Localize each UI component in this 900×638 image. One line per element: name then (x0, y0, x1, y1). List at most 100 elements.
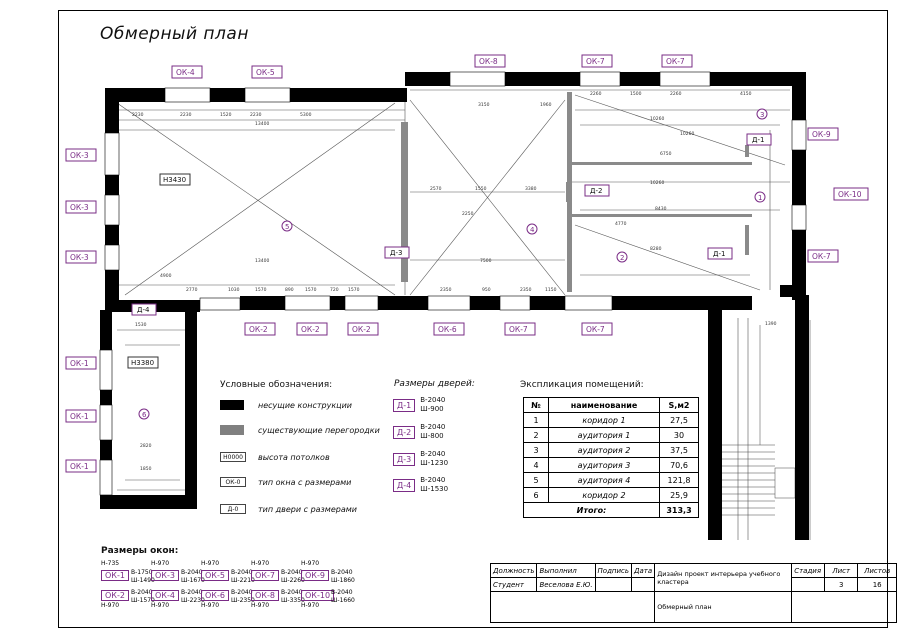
door-tag: Д-2 (393, 425, 416, 439)
window-tag: ОК-1 (70, 359, 89, 368)
wall-swatch (220, 400, 244, 410)
svg-text:4150: 4150 (740, 91, 752, 97)
window-tag: ОК-3 (70, 253, 89, 262)
legend-code: ОК-0 (220, 477, 246, 487)
window-height: В-2040 (281, 569, 303, 576)
svg-text:4900: 4900 (160, 273, 172, 279)
svg-text:8280: 8280 (650, 246, 662, 252)
window-width: Ш-1570 (131, 597, 155, 604)
window-tag: ОК-8 (479, 57, 498, 66)
window-width: Ш-2260 (281, 577, 305, 584)
svg-text:2350: 2350 (440, 287, 452, 293)
legend-label: тип двери с размерами (258, 504, 357, 514)
stairs (722, 325, 796, 516)
sheet-frame (58, 10, 888, 628)
window-sill: Н-970 (101, 602, 120, 609)
svg-text:1500: 1500 (630, 91, 642, 97)
window-tag: ОК-3 (70, 203, 89, 212)
svg-text:2230: 2230 (132, 112, 144, 118)
col-header: наименование (548, 397, 660, 413)
room-name: аудитория 2 (548, 442, 660, 458)
window-tag: ОК-5 (256, 68, 275, 77)
stamp-header: Лист (824, 563, 859, 578)
svg-text:13400: 13400 (255, 121, 269, 127)
plan-door-tag: Д-1 (713, 250, 725, 258)
window-width: Ш-2210 (231, 577, 255, 584)
window-tag: ОК-6 (438, 325, 457, 334)
svg-text:1390: 1390 (765, 321, 777, 327)
window-height: В-2040 (131, 589, 153, 596)
stamp-header: Дата (631, 563, 656, 578)
svg-text:1570: 1570 (348, 287, 360, 293)
window-height: В-1750 (131, 569, 153, 576)
room-name: аудитория 1 (548, 427, 660, 443)
window-height: В-2040 (231, 589, 253, 596)
door-height: В-2040 (420, 476, 446, 484)
stamp-stage (791, 577, 826, 592)
window-width: Ш-1860 (331, 577, 355, 584)
room-name: аудитория 4 (548, 472, 660, 488)
window-height: В-2040 (231, 569, 253, 576)
window-sill: Н-970 (151, 602, 170, 609)
room-number: 1 (758, 194, 762, 202)
window-tag: ОК-7 (509, 325, 528, 334)
window-sill: Н-970 (151, 560, 170, 567)
window-height: В-2040 (181, 569, 203, 576)
svg-text:8430: 8430 (655, 206, 667, 212)
room-numbers: 1 2 3 4 5 6 (138, 108, 768, 420)
window-type-tag: ОК-3 (151, 570, 179, 581)
stamp-role: Студент (489, 577, 538, 592)
partition-swatch (220, 425, 244, 435)
room-num: 2 (523, 427, 549, 443)
legend-item-door: Д-0 тип двери с размерами (220, 502, 357, 516)
col-header: S,м2 (659, 397, 699, 413)
svg-text:7500: 7500 (480, 258, 492, 264)
svg-text:2260: 2260 (590, 91, 602, 97)
window-tag: ОК-10 (838, 190, 862, 199)
window-width: Ш-1670 (181, 577, 205, 584)
window-tag: ОК-9 (812, 130, 831, 139)
window-type-tag: ОК-2 (101, 590, 129, 601)
stamp-empty (791, 591, 898, 623)
svg-text:2820: 2820 (140, 443, 152, 449)
room-num: 1 (523, 412, 549, 428)
window-tags: ОК-4 ОК-5 ОК-8 ОК-7 ОК-7 ОК-3 ОК-3 ОК-3 … (65, 54, 869, 473)
door-tag: Д-3 (393, 452, 416, 466)
doors-heading: Размеры дверей: (394, 379, 475, 389)
room-area: 30 (659, 427, 699, 443)
svg-text:1530: 1530 (135, 322, 147, 328)
ceiling-heights: Н3430 Н3380 (127, 173, 191, 369)
window-tag: ОК-7 (586, 325, 605, 334)
legend-item-height: Н0000 высота потолков (220, 450, 330, 464)
window-tag: ОК-1 (70, 462, 89, 471)
room-number: 2 (620, 254, 624, 262)
svg-text:1550: 1550 (475, 186, 487, 192)
room-number: 5 (285, 223, 289, 231)
svg-text:950: 950 (482, 287, 491, 293)
window-height: В-2040 (181, 589, 203, 596)
legend-code: Н0000 (220, 452, 246, 462)
svg-text:2570: 2570 (430, 186, 442, 192)
svg-text:2250: 2250 (462, 211, 474, 217)
room-area: 27,5 (659, 412, 699, 428)
room-name: коридор 2 (548, 487, 660, 503)
svg-text:10260: 10260 (650, 116, 664, 122)
window-type-tag: ОК-4 (151, 590, 179, 601)
stamp-header: Стадия (791, 563, 826, 578)
window-sill: Н-735 (101, 560, 120, 567)
svg-text:10260: 10260 (680, 131, 694, 137)
room-num: 4 (523, 457, 549, 473)
room-area: 70,6 (659, 457, 699, 473)
window-tag: ОК-2 (249, 325, 268, 334)
